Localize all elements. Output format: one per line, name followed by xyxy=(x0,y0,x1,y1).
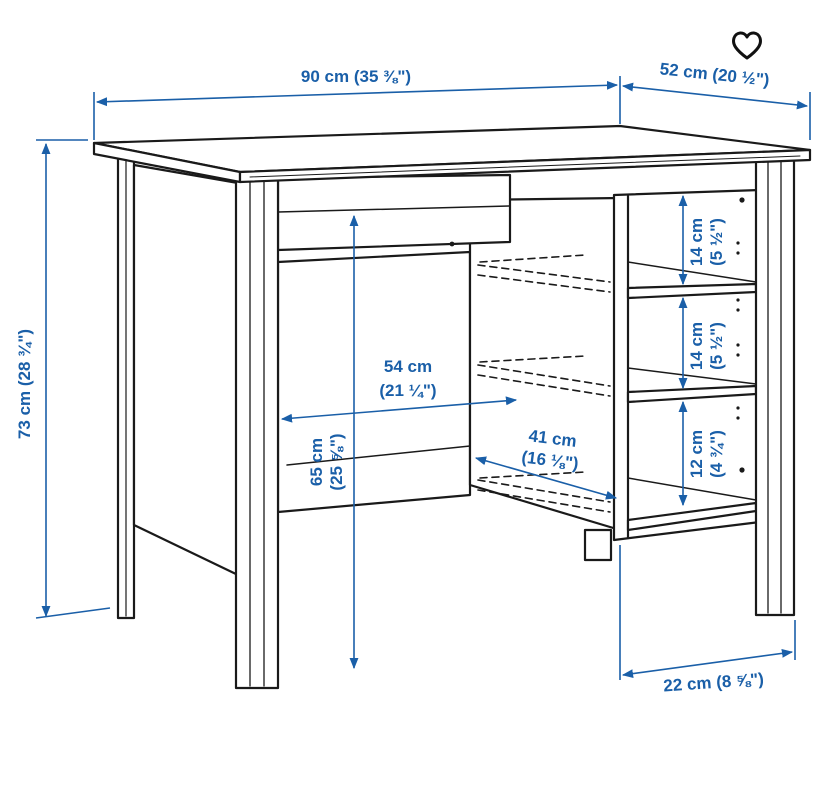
shelf-unit-back xyxy=(468,196,622,532)
svg-text:(5 ½"): (5 ½") xyxy=(707,322,726,370)
shelf-2-label: 14 cm (5 ½") xyxy=(687,322,726,370)
drawer-front xyxy=(276,173,512,252)
knee-width-dimension-line xyxy=(280,396,518,423)
svg-text:(25 ⅝"): (25 ⅝") xyxy=(327,433,346,490)
svg-text:54 cm: 54 cm xyxy=(384,357,432,376)
width-label: 90 cm (35 ⅜") xyxy=(301,67,411,86)
heart-outline-icon xyxy=(725,23,769,67)
svg-text:(4 ¾"): (4 ¾") xyxy=(707,430,726,478)
svg-text:65 cm: 65 cm xyxy=(307,438,326,486)
left-side-panel xyxy=(132,163,240,577)
shelf-depth-label: 22 cm (8 ⅝") xyxy=(663,670,765,696)
back-left-leg xyxy=(116,156,136,620)
favorite-button[interactable] xyxy=(722,22,772,68)
shelf-1-label: 14 cm (5 ½") xyxy=(687,218,726,266)
shelf-3-label: 12 cm (4 ¾") xyxy=(687,430,726,478)
svg-text:(21 ¼"): (21 ¼") xyxy=(379,381,436,400)
back-right-foot xyxy=(583,528,613,562)
svg-text:14 cm: 14 cm xyxy=(687,218,706,266)
svg-text:14 cm: 14 cm xyxy=(687,322,706,370)
svg-text:(5 ½"): (5 ½") xyxy=(707,218,726,266)
knee-width-label: 54 cm (21 ¼") xyxy=(379,357,436,400)
shelf-depth-dimension-line xyxy=(621,648,794,679)
desktop xyxy=(92,124,812,184)
front-right-leg xyxy=(754,155,796,617)
svg-text:12 cm: 12 cm xyxy=(687,430,706,478)
dimension-lines xyxy=(35,76,811,680)
depth-dimension-line xyxy=(621,82,809,110)
front-left-leg xyxy=(234,178,280,690)
dimension-labels: 90 cm (35 ⅜") 52 cm (20 ½") 73 cm (28 ¾"… xyxy=(15,59,770,695)
shelf-peg-holes xyxy=(736,197,745,473)
width-dimension-line xyxy=(95,80,619,107)
desk-drawing xyxy=(92,124,812,690)
height-label: 73 cm (28 ¾") xyxy=(15,329,34,439)
knee-depth-dimension-line xyxy=(474,456,618,500)
knee-height-label: 65 cm (25 ⅝") xyxy=(307,433,346,490)
